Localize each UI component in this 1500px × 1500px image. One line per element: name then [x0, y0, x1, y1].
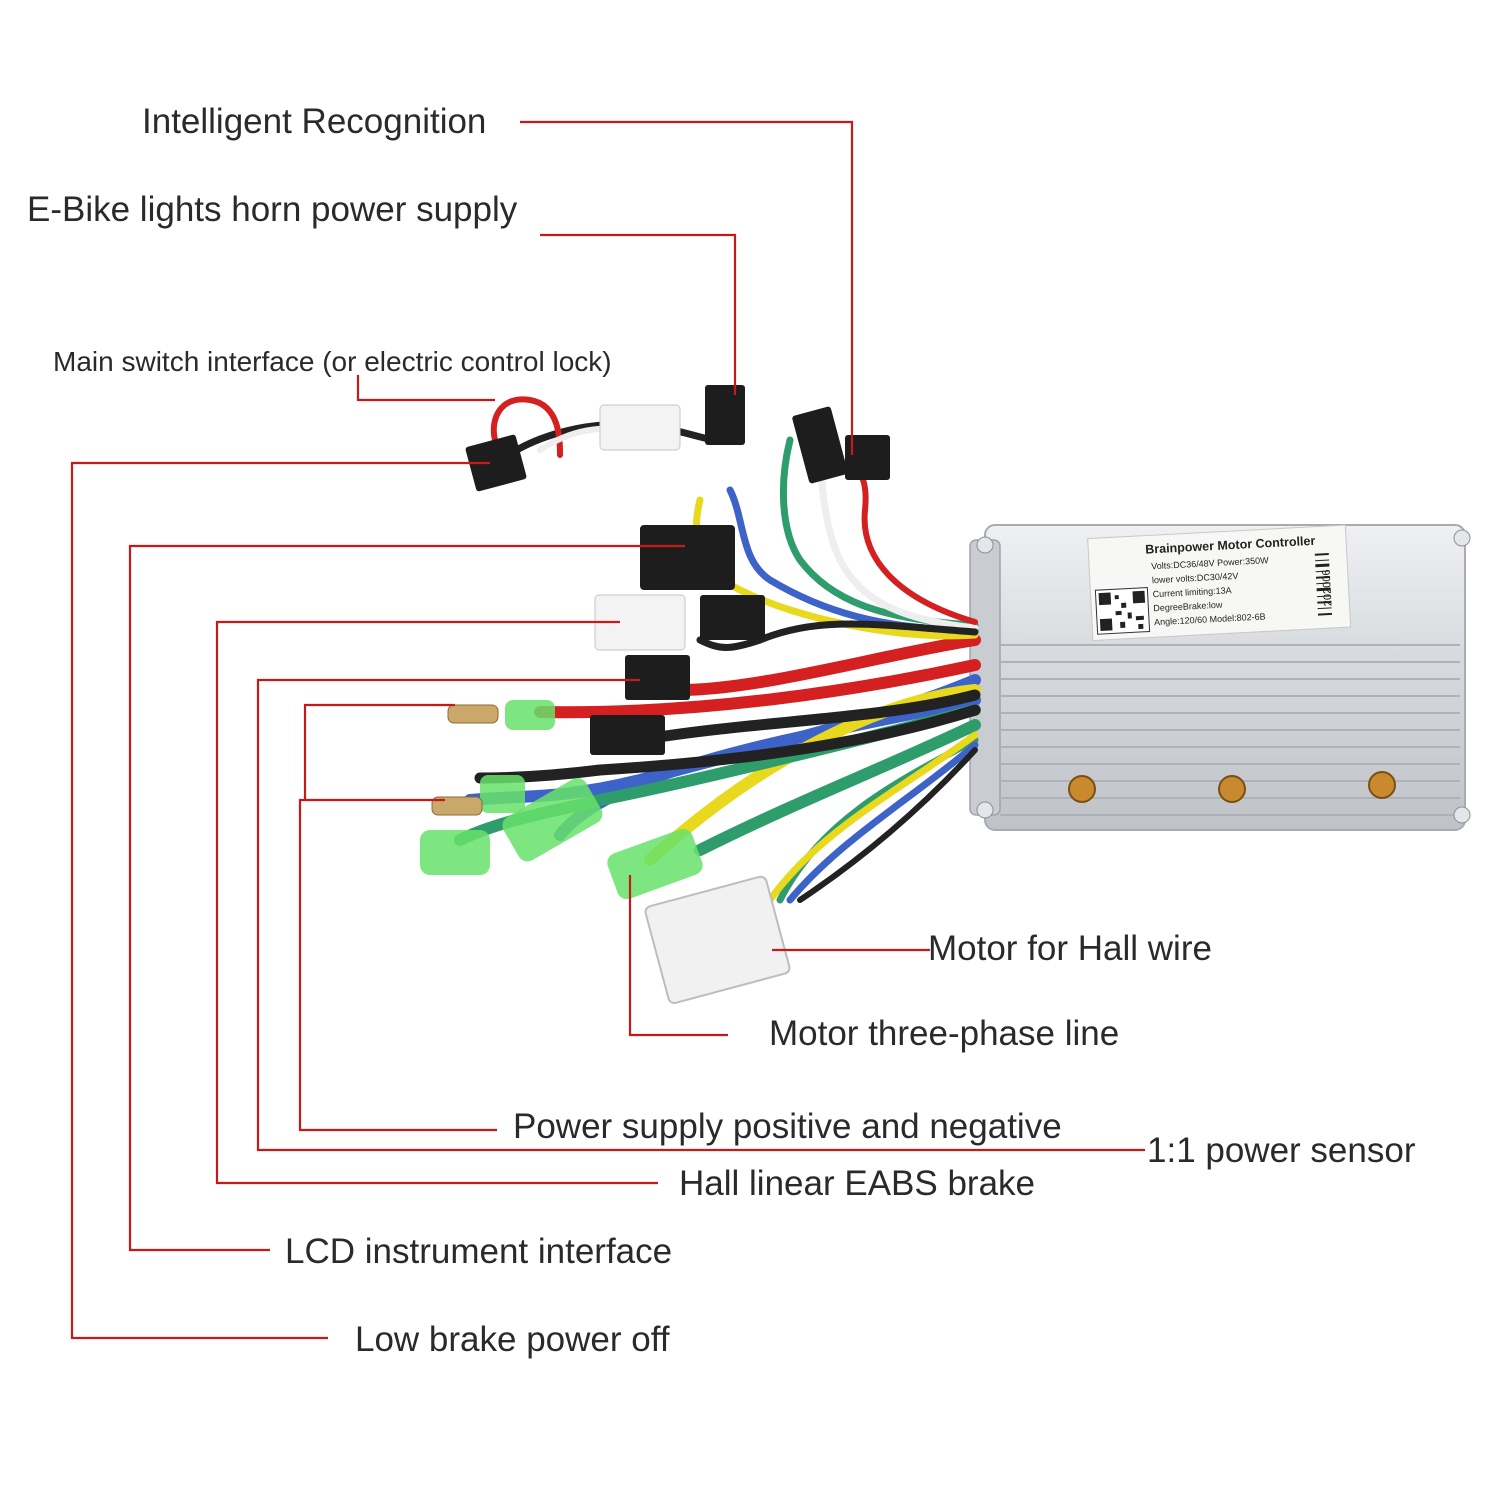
terminal-sleeve-4 [502, 778, 603, 862]
connectors [420, 385, 890, 1004]
product-label-line4: DegreeBrake:low [1153, 600, 1223, 614]
terminal-sleeve-5 [607, 828, 703, 900]
connector-intelligent [792, 406, 848, 484]
leader-lines [70, 120, 1145, 1340]
leader-ebike-lights [540, 233, 737, 395]
product-label-line2: lower volts:DC30/42V [1152, 571, 1239, 586]
housing-screws [976, 529, 1471, 824]
callout-motor-three-phase: Motor three-phase line [769, 1014, 1120, 1053]
leader-intelligent-recognition [520, 120, 854, 455]
leader-hall-brake [215, 620, 658, 1185]
leader-power-supply [298, 798, 497, 1132]
terminal-sleeve-3 [420, 830, 490, 875]
connector-lights [705, 385, 745, 445]
callout-ebike-lights: E-Bike lights horn power supply [27, 190, 518, 229]
leader-power-sensor [256, 678, 1145, 1152]
connector-black-mid [700, 595, 765, 640]
bullet-terminal-1 [447, 704, 499, 724]
housing-fins [1000, 644, 1460, 816]
leader-lcd [128, 544, 685, 1252]
callout-hall-brake: Hall linear EABS brake [679, 1164, 1035, 1203]
qr-code [1094, 587, 1151, 635]
bullet-terminal-2 [431, 796, 483, 816]
callout-power-sensor: 1:1 power sensor [1147, 1131, 1416, 1170]
callout-low-brake: Low brake power off [355, 1320, 670, 1359]
terminal-sleeve-1 [505, 700, 555, 730]
connector-black-low [590, 715, 665, 755]
leader-main-switch [356, 375, 495, 402]
wire-harness [454, 396, 981, 904]
callout-lcd: LCD instrument interface [285, 1232, 673, 1271]
product-label: Brainpower Motor Controller Volts:DC36/4… [1087, 524, 1352, 641]
callout-motor-hall: Motor for Hall wire [928, 929, 1212, 968]
connector-low-brake [465, 434, 527, 492]
leader-low-brake [70, 461, 490, 1340]
leader-power-supply-terminals [303, 703, 455, 802]
connector-white-upper [599, 404, 681, 451]
callout-main-switch: Main switch interface (or electric contr… [53, 346, 612, 377]
terminal-sleeve-2 [480, 775, 525, 813]
connector-power-sensor [625, 655, 690, 700]
barcode [1314, 553, 1332, 616]
callout-intelligent-recognition: Intelligent Recognition [142, 102, 487, 141]
product-label-line3: Current limiting:13A [1152, 585, 1231, 599]
connector-hall-motor [644, 875, 791, 1004]
callout-power-supply: Power supply positive and negative [513, 1107, 1062, 1146]
connector-intelligent-2 [845, 435, 890, 480]
connector-lcd [640, 525, 735, 590]
leader-motor-three-phase [628, 875, 728, 1037]
